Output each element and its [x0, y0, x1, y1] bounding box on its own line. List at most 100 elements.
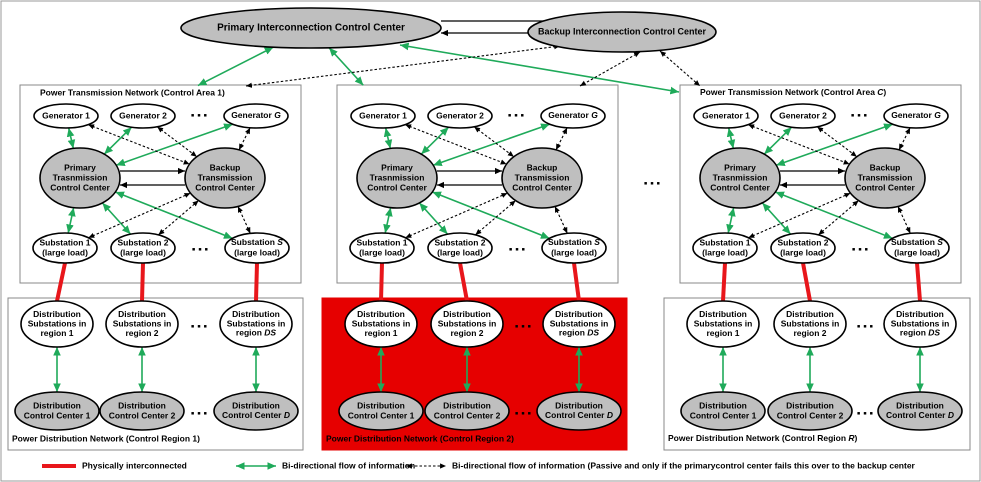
distribution-substation-node	[686, 300, 760, 348]
ellipsis-dots: ▪ ▪ ▪	[509, 245, 526, 256]
node-label: Transmission	[515, 172, 570, 182]
generator-2-node	[427, 103, 493, 129]
ellipsis-dots: ▪ ▪ ▪	[857, 409, 874, 420]
node-label: Control Center D	[545, 410, 613, 420]
node-label: Substation S	[548, 237, 600, 247]
passive-flow-link	[554, 206, 568, 234]
node-label: (large load)	[42, 247, 88, 257]
node-label: Primary	[724, 162, 756, 172]
physical-interconnection	[458, 262, 469, 302]
info-flow-link	[383, 127, 393, 149]
node-label: Primary	[64, 162, 96, 172]
node-label: (large load)	[120, 247, 166, 257]
node-label: Control Center	[50, 182, 110, 192]
distribution-control-center-node	[424, 391, 510, 431]
node-label: Distribution	[555, 309, 603, 319]
node-label: Transmission	[198, 172, 253, 182]
ellipsis-dots: ▪ ▪ ▪	[192, 245, 209, 256]
node-label: Control Center	[512, 182, 572, 192]
node-label: Control Center 1	[690, 410, 757, 420]
info-flow-link	[726, 127, 736, 149]
generator-2-node	[770, 103, 836, 129]
substation-s-node	[884, 232, 950, 264]
interconnection-area-link	[197, 46, 274, 87]
node-label: Distribution	[443, 400, 491, 410]
node-label: Substations in	[694, 318, 753, 328]
node-label: Control Center D	[886, 410, 954, 420]
ellipsis-dots: ▪ ▪ ▪	[191, 322, 208, 333]
ellipsis-dots: ▪ ▪ ▪	[644, 179, 661, 190]
primary-transmission-control-center	[699, 147, 781, 209]
ellipsis-dots: ▪ ▪ ▪	[852, 245, 869, 256]
node-label: Transmission	[858, 172, 913, 182]
ellipsis-dots: ▪ ▪ ▪	[191, 409, 208, 420]
node-label: Control Center 2	[777, 410, 844, 420]
node-label: Primary	[381, 162, 413, 172]
legend-physical-label: Physically interconnected	[82, 460, 187, 470]
backup-interconnection-label: Backup Interconnection Control Center	[538, 26, 707, 36]
node-label: Trasnmission	[370, 172, 425, 182]
node-label: Distribution	[555, 400, 603, 410]
substation-s-node	[224, 232, 290, 264]
node-label: Distribution	[896, 400, 944, 410]
distribution-control-center-node	[536, 391, 622, 431]
node-label: Substations in	[113, 318, 172, 328]
substation-2-node	[770, 232, 836, 264]
distribution-substation-node	[883, 300, 957, 348]
node-label: Distribution	[699, 400, 747, 410]
node-label: Control Center 2	[109, 410, 176, 420]
node-label: Substation 2	[777, 237, 828, 247]
interconnection-area-link	[328, 47, 364, 86]
node-label: Distribution	[232, 309, 280, 319]
distribution-substation-node	[773, 300, 847, 348]
backup-interconnection-control-center	[527, 11, 717, 53]
distribution-control-center-node	[338, 391, 424, 431]
node-label: (large load)	[702, 247, 748, 257]
generator-g-node	[540, 103, 606, 129]
node-label: (large load)	[780, 247, 826, 257]
node-label: Distribution	[118, 400, 166, 410]
generator-1-node	[350, 103, 416, 129]
info-flow-link	[726, 207, 736, 234]
node-label: Distribution	[357, 400, 405, 410]
generator-label: Generator 2	[779, 110, 827, 120]
node-label: region 2	[450, 328, 483, 338]
ellipsis-dots: ▪ ▪ ▪	[508, 111, 525, 122]
passive-flow-link	[748, 192, 851, 239]
node-label: region DS	[900, 328, 940, 338]
distribution-control-center-node	[680, 391, 766, 431]
node-label: Substation 2	[434, 237, 485, 247]
generator-g-node	[223, 103, 289, 129]
distribution-substation-node	[344, 300, 418, 348]
node-label: region 1	[40, 328, 73, 338]
passive-flow-link	[156, 126, 198, 158]
physical-interconnection	[254, 262, 259, 302]
node-label: Substations in	[550, 318, 609, 328]
info-flow-link	[383, 207, 393, 234]
passive-flow-link	[897, 206, 911, 234]
ellipsis-dots: ▪ ▪ ▪	[515, 409, 532, 420]
transmission-area-title: Power Transmission Network (Control Area…	[700, 87, 886, 97]
physical-interconnection	[801, 262, 812, 302]
node-label: Substations in	[891, 318, 950, 328]
generator-label: Generator 2	[436, 110, 484, 120]
physical-interconnection	[915, 262, 922, 302]
primary-interconnection-label: Primary Interconnection Control Center	[217, 23, 405, 34]
node-label: Control Center 2	[434, 410, 501, 420]
backup-interconnection-area-link	[579, 51, 641, 87]
distribution-control-center-node	[213, 391, 299, 431]
generator-label: Generator 1	[702, 110, 750, 120]
legend-bidirectional-label: Bi-directional flow of information	[282, 460, 415, 470]
physical-interconnection	[55, 262, 67, 302]
distribution-control-center-node	[14, 391, 100, 431]
node-label: Distribution	[232, 400, 280, 410]
info-flow-link	[66, 207, 76, 234]
node-label: Distribution	[786, 309, 834, 319]
passive-flow-link	[88, 192, 191, 239]
node-label: Distribution	[118, 309, 166, 319]
primary-transmission-control-center	[356, 147, 438, 209]
node-label: region 1	[706, 328, 739, 338]
distribution-region-title: Power Distribution Network (Control Regi…	[12, 433, 200, 443]
